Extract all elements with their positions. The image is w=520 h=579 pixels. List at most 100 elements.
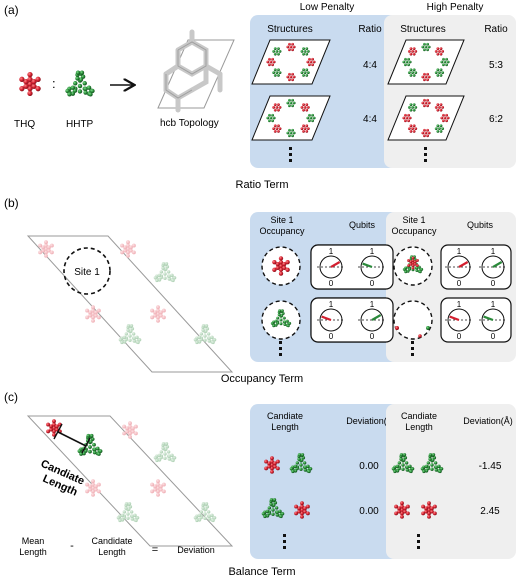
- atom: [303, 105, 307, 109]
- atom: [46, 429, 51, 434]
- atom: [91, 492, 95, 497]
- atom: [128, 431, 132, 436]
- qubit-top-label: 1: [491, 300, 496, 309]
- atom: [426, 48, 429, 52]
- atom: [122, 424, 127, 429]
- atom: [129, 510, 134, 514]
- atom: [273, 68, 277, 72]
- atom: [203, 516, 207, 520]
- atom: [312, 60, 316, 64]
- atom: [412, 124, 416, 128]
- atom: [135, 335, 139, 340]
- atom: [133, 513, 137, 518]
- atom: [286, 131, 290, 135]
- panel-c-label: (c): [4, 390, 18, 404]
- atom: [156, 318, 160, 323]
- low-structure-1: [251, 39, 331, 85]
- atom: [211, 518, 215, 523]
- atom: [172, 456, 177, 460]
- atom: [126, 253, 130, 258]
- dial-needle: [492, 261, 503, 268]
- atom: [49, 424, 54, 429]
- atom: [427, 514, 431, 519]
- atom: [429, 506, 434, 511]
- atom: [278, 267, 284, 272]
- atom: [291, 128, 294, 132]
- atom: [132, 336, 136, 340]
- atom: [278, 509, 282, 514]
- atom: [439, 73, 443, 77]
- atom: [405, 116, 409, 120]
- atom: [167, 274, 171, 278]
- atom: [273, 124, 277, 128]
- atom: [434, 465, 438, 469]
- vertical-ellipsis-icon: [283, 534, 286, 549]
- atom: [302, 509, 307, 514]
- atom: [261, 512, 266, 516]
- atom: [432, 511, 437, 516]
- atom: [411, 261, 415, 265]
- atom: [420, 267, 424, 271]
- atom: [421, 101, 425, 105]
- low-structure-2: [251, 95, 331, 141]
- eq-cand-2: Length: [98, 547, 126, 557]
- atom: [269, 60, 273, 64]
- atom: [303, 468, 307, 472]
- atom: [407, 105, 411, 109]
- atom: [128, 338, 132, 342]
- atom: [407, 119, 410, 123]
- atom: [427, 131, 431, 135]
- atom: [409, 262, 413, 266]
- low-occupancy-hhtp: [261, 300, 301, 340]
- atom: [157, 278, 162, 282]
- atom: [91, 312, 95, 316]
- low-site1-header-2: Occupancy: [259, 226, 305, 236]
- atom: [156, 308, 160, 313]
- atom: [410, 467, 415, 471]
- atom: [70, 91, 76, 96]
- atom: [288, 98, 291, 102]
- atom: [405, 511, 410, 516]
- atom: [411, 259, 415, 262]
- high-site1-header-2: Occupancy: [391, 226, 437, 236]
- atom: [439, 108, 443, 112]
- atom: [85, 308, 90, 313]
- atom: [161, 262, 166, 266]
- atom: [197, 518, 202, 522]
- high-deviation-1: -1.45: [479, 461, 502, 472]
- atom: [415, 268, 419, 273]
- atom: [397, 461, 402, 465]
- atom: [130, 514, 134, 518]
- atom: [65, 88, 70, 94]
- low-structures-header: Structures: [267, 24, 313, 35]
- vertical-ellipsis-icon: [411, 341, 414, 356]
- atom: [131, 243, 136, 248]
- atom: [133, 424, 138, 429]
- atom: [263, 514, 267, 519]
- low-ratio-header: Ratio: [358, 24, 382, 35]
- atom: [412, 73, 416, 77]
- atom: [27, 81, 33, 87]
- atom: [303, 465, 307, 469]
- atom: [49, 243, 54, 248]
- atom: [31, 83, 37, 89]
- atom: [292, 45, 296, 49]
- atom: [415, 259, 419, 262]
- atom: [270, 459, 274, 464]
- atom: [275, 127, 279, 131]
- atom: [438, 105, 441, 109]
- atom: [128, 248, 133, 253]
- qubit-top-label: 1: [370, 300, 375, 309]
- atom: [405, 60, 409, 64]
- high-ratio-header: Ratio: [484, 24, 508, 35]
- atom: [286, 324, 290, 328]
- hhtp-label: HHTP: [66, 119, 94, 130]
- atom: [289, 467, 294, 471]
- atom: [23, 83, 29, 89]
- atom: [426, 78, 429, 82]
- atom: [442, 113, 445, 117]
- atom: [409, 124, 413, 128]
- atom: [439, 129, 443, 133]
- atom: [86, 85, 92, 90]
- high-structures-header: Structures: [400, 24, 446, 35]
